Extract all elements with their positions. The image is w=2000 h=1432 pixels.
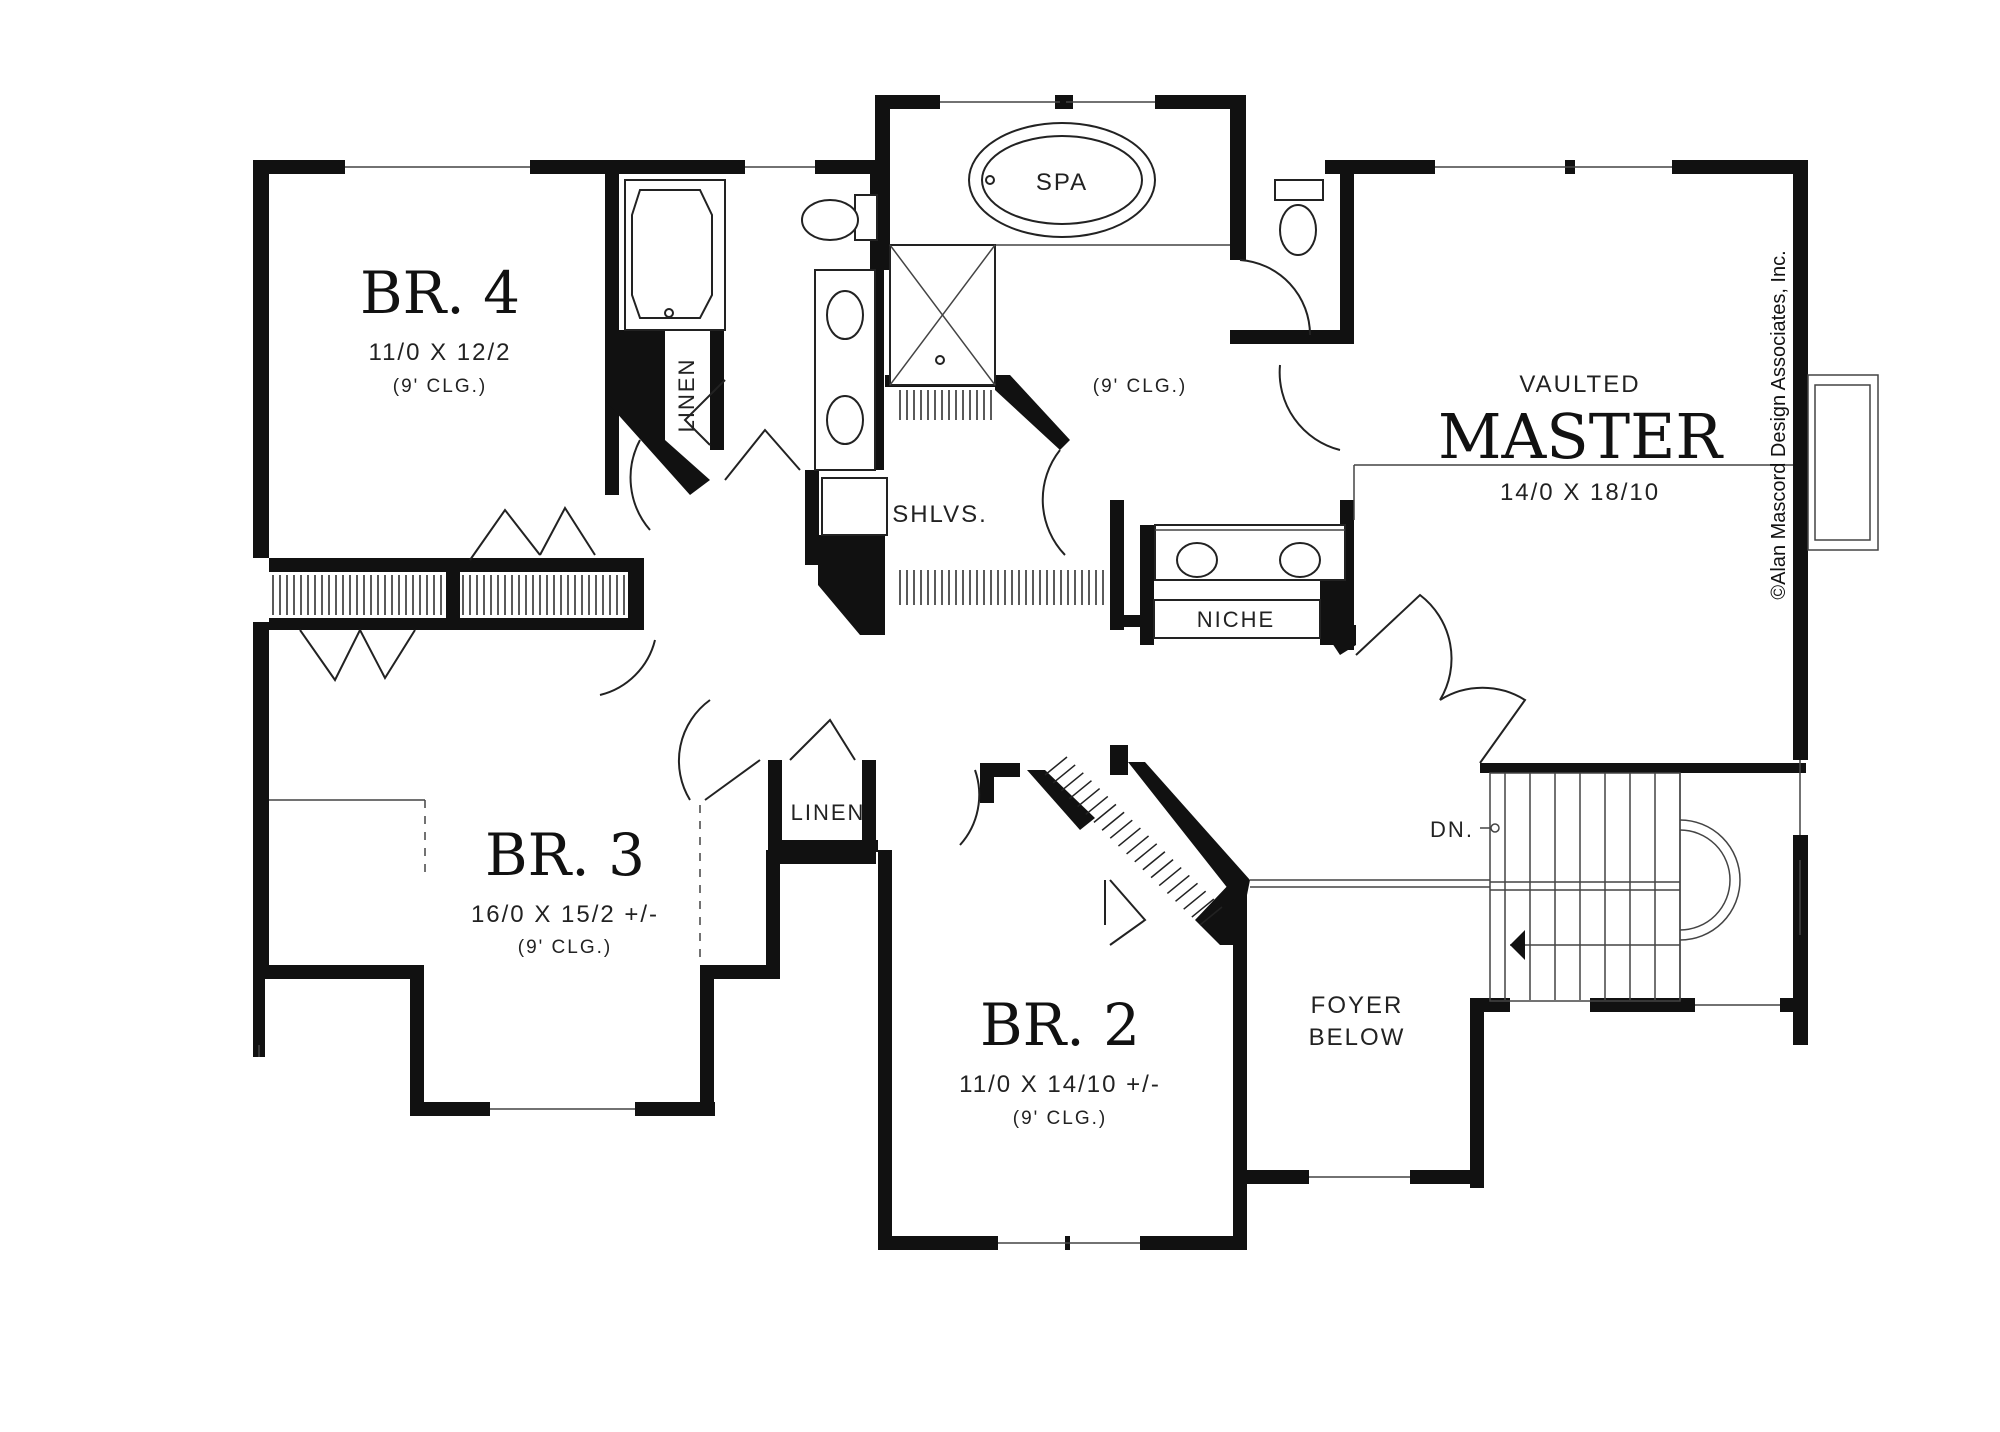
- shelf-line: [1093, 803, 1117, 823]
- br3-ceiling: (9' CLG.): [518, 937, 612, 958]
- br2-title: BR. 2: [980, 991, 1140, 1059]
- br3-dimensions: 16/0 X 15/2 +/-: [471, 901, 659, 928]
- shelves-label: SHLVS.: [892, 501, 988, 528]
- shelf-line: [1077, 787, 1101, 808]
- br2-ceiling: (9' CLG.): [1013, 1108, 1107, 1129]
- linen-upper-label: LINEN: [674, 358, 699, 433]
- linen-lower-label: LINEN: [791, 800, 866, 825]
- shelf-line: [1085, 795, 1109, 816]
- stairs-down-label: DN.: [1430, 817, 1474, 842]
- master-vaulted: VAULTED: [1519, 371, 1640, 398]
- br4-ceiling: (9' CLG.): [393, 376, 487, 397]
- shelf-line: [1117, 827, 1141, 847]
- shelf-line: [1052, 764, 1076, 784]
- doors: [299, 259, 1527, 946]
- walls: [253, 95, 1808, 1250]
- niche-label: NICHE: [1197, 607, 1275, 632]
- shelf-line: [1166, 874, 1190, 895]
- master-bath-ceiling: (9' CLG.): [1093, 376, 1187, 397]
- copyright-text: ©Alan Mascord Design Associates, Inc.: [1768, 250, 1790, 599]
- spa-label: SPA: [1036, 169, 1088, 196]
- shelf-line: [1126, 835, 1150, 855]
- shelf-line: [1101, 811, 1125, 831]
- shelf-line: [1134, 843, 1158, 863]
- shelf-line: [1044, 756, 1068, 776]
- foyer-line2: BELOW: [1309, 1024, 1406, 1051]
- br3-title: BR. 3: [485, 821, 645, 889]
- master-dimensions: 14/0 X 18/10: [1500, 479, 1660, 506]
- shelf-line: [1109, 819, 1133, 839]
- br4-title: BR. 4: [360, 259, 520, 327]
- br2-dimensions: 11/0 X 14/10 +/-: [959, 1071, 1161, 1098]
- shelf-line: [1183, 890, 1207, 910]
- br4-dimensions: 11/0 X 12/2: [369, 339, 512, 366]
- labels: BR. 4 11/0 X 12/2 (9' CLG.) BR. 3 16/0 X…: [360, 169, 1790, 1129]
- staircase: [1250, 772, 1801, 1002]
- fixtures: [269, 122, 1879, 960]
- shelf-line: [1068, 780, 1092, 800]
- shelf-line: [1158, 866, 1182, 887]
- closet-shelves: [272, 390, 1223, 926]
- shelf-line: [1175, 882, 1199, 902]
- shelf-line: [1142, 851, 1166, 871]
- shelf-line: [1191, 898, 1215, 918]
- foyer-line1: FOYER: [1311, 992, 1404, 1019]
- master-title: MASTER: [1438, 400, 1724, 473]
- windows: [258, 95, 1801, 1244]
- shelf-line: [1199, 906, 1223, 926]
- shelf-line: [1150, 859, 1174, 879]
- shelf-line: [1060, 772, 1084, 792]
